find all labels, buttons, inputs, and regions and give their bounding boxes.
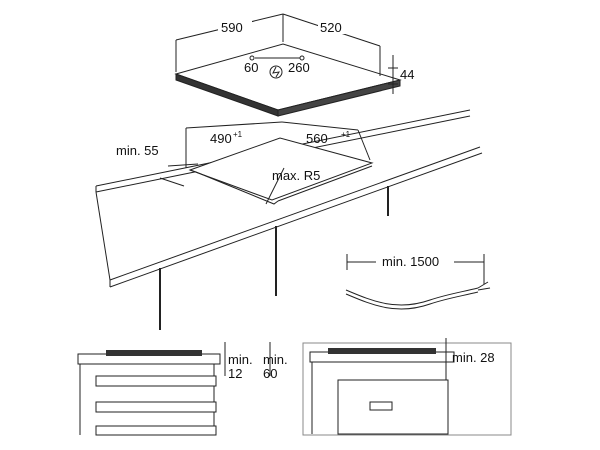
detail-left: min. 12 min. 60 [77, 342, 288, 436]
detail-right: min. 28 [302, 338, 512, 436]
cutout-outline [188, 137, 374, 201]
hob-depth: 520 [320, 20, 342, 35]
hob-width: 590 [221, 20, 243, 35]
cable-min-label: 60 [244, 60, 258, 75]
space-label-left: min. [263, 352, 288, 367]
cutout-radius: max. R5 [272, 168, 320, 183]
dim-490: 490 +1 [185, 121, 283, 168]
terminal-dot-left [249, 55, 255, 61]
edge-distance: min. 55 [116, 143, 159, 158]
gap-value-left: 12 [228, 366, 242, 381]
lightning-icon [272, 66, 280, 78]
space-value-left: 60 [263, 366, 277, 381]
dim-590: 590 [175, 13, 284, 72]
dim-min-55: min. 55 [116, 143, 199, 187]
dim-520: 520 [282, 13, 381, 76]
radius-callout: max. R5 [265, 167, 320, 205]
gap-right: min. 28 [452, 350, 495, 365]
dim-560: 560 +1 [281, 121, 371, 161]
cable-drawing: min. 1500 [345, 254, 491, 310]
terminal-dot-right [299, 55, 305, 61]
detail-right-frame [302, 342, 512, 436]
cutout-depth: 560 [306, 131, 328, 146]
dim-44: 44 [388, 55, 414, 94]
cable-max-label: 260 [288, 60, 310, 75]
gap-label-left: min. [228, 352, 253, 367]
hob-height: 44 [400, 67, 414, 82]
cable-length: min. 1500 [382, 254, 439, 269]
hob-drawing [174, 43, 402, 117]
worktop [95, 109, 483, 330]
cutout-depth-tol: +1 [341, 130, 351, 139]
cutout-width: 490 [210, 131, 232, 146]
power-icon [269, 65, 283, 79]
cutout-width-tol: +1 [233, 130, 243, 139]
